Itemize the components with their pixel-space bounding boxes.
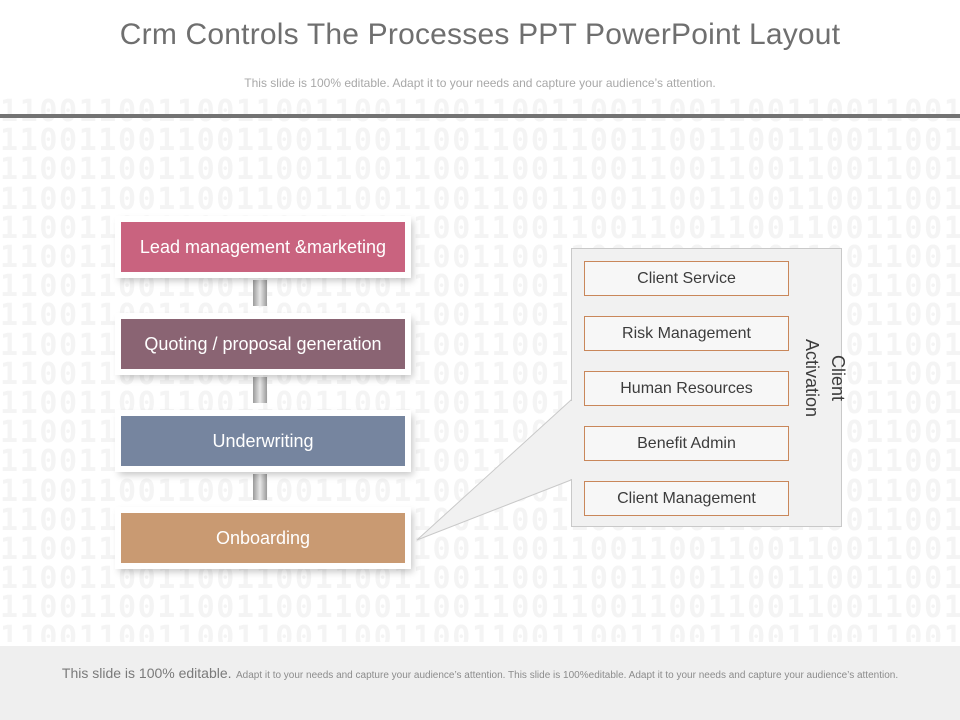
step-connector <box>253 377 267 403</box>
step-connector <box>253 474 267 500</box>
footer-lead-text: This slide is 100% editable. <box>61 665 232 681</box>
item-benefit-admin: Benefit Admin <box>584 426 789 461</box>
step-connector <box>253 280 267 306</box>
footer: This slide is 100% editable. Adapt it to… <box>0 646 960 720</box>
item-risk-management: Risk Management <box>584 316 789 351</box>
step-lead-management: Lead management &marketing <box>121 222 405 272</box>
item-human-resources: Human Resources <box>584 371 789 406</box>
step-onboarding: Onboarding <box>121 513 405 563</box>
step-underwriting: Underwriting <box>121 416 405 466</box>
footer-body-text: Adapt it to your needs and capture your … <box>236 670 899 681</box>
slide-title: Crm Controls The Processes PPT PowerPoin… <box>119 18 841 51</box>
step-quoting-proposal: Quoting / proposal generation <box>121 319 405 369</box>
client-activation-label: Client Activation <box>802 338 848 418</box>
item-client-service: Client Service <box>584 261 789 296</box>
header-divider <box>0 114 960 118</box>
item-client-management: Client Management <box>584 481 789 516</box>
slide-subtitle: This slide is 100% editable. Adapt it to… <box>244 76 716 90</box>
